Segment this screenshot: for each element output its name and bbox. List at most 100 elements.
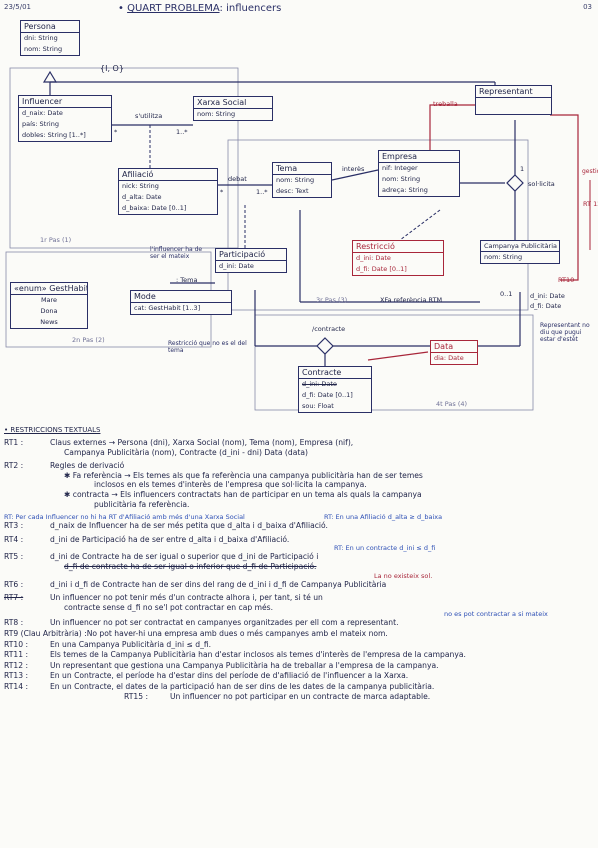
representant-note: Representant no diu que pugui estar d'es… [540,322,590,343]
title-main: QUART PROBLEMA [127,3,220,14]
interes-label: interès [342,165,365,173]
rule-rt7: RT7 :Un influencer no pot tenir més d'un… [4,593,323,612]
class-attr: Dona [40,307,58,315]
class-attr: d_fi: Date [0..1] [356,265,407,273]
restrictions-section: • RESTRICCIONS TEXTUALS RT1 :Claus exter… [4,426,592,703]
rt10-label: RT10 [558,276,575,284]
rule-rt2: RT2 :Regles de derivació ✱ Fa referència… [4,461,423,509]
rule-rt14: RT14 :En un Contracte, el dates de la pa… [4,681,435,691]
rule-rt1: RT1 :Claus externes → Persona (dni), Xar… [4,438,354,457]
mode-note: Restricció que no es el del tema [168,340,247,354]
rule-note-rt7: no es pot contractar a si mateix [444,610,548,619]
class-attr: d_ini: Date [356,254,391,262]
fa-referencia-label: XFa referència RTM [380,296,443,304]
rule-rt6: RT6 :d_ini i d_fi de Contracte han de se… [4,579,387,589]
class-name: Persona [21,21,79,33]
class-enum-gesthabit: «enum» GestHabit Mare Dona News [10,282,88,329]
class-attr: News [40,318,58,326]
class-influencer: Influencer d_naix: Date país: String dob… [18,95,112,142]
mult-label: 0..1 [500,290,513,298]
class-persona: Persona dni: String nom: String [20,20,80,56]
rule-rt12: RT12 :Un representant que gestiona una C… [4,660,439,670]
class-attr: d_alta: Date [122,193,162,201]
class-contracte: Contracte d_ini: Date d_fi: Date [0..1] … [298,366,372,413]
sutilitza-label: s'utilitza [135,112,163,120]
page-title: • QUART PROBLEMA: influencers [118,3,281,14]
disjoint-label: {I, O} [100,64,124,73]
generalization-arrow [42,70,58,83]
class-mode: Mode cat: GestHabit [1..3] [130,290,232,315]
class-name: Contracte [299,367,371,379]
rule-note-afiliacio: RT: Per cada Influencer no hi ha RT d'Af… [4,513,245,522]
rule-note-rt5: La no existeix sol. [374,571,433,580]
class-attr: nif: Integer [382,164,418,172]
class-name: Data [431,341,477,353]
class-empresa: Empresa nif: Integer nom: String adreça:… [378,150,460,197]
class-attr: nick: String [122,182,159,190]
title-bullet: • [118,3,124,14]
contracte-label: /contracte [312,325,346,333]
class-attr: desc: Text [276,187,309,195]
class-attr: sou: Float [302,402,334,410]
class-attr: dni: String [24,34,58,42]
rule-note-dates: RT: En una Afiliació d_alta ≥ d_baixa [324,513,443,522]
rule-rt11: RT11 :Els temes de la Campanya Publicità… [4,650,466,660]
class-attr: nom: String [24,45,63,53]
class-attr: Mare [40,296,58,304]
class-attr: d_baixa: Date [0..1] [122,204,187,212]
mult-label: 1..* [176,128,188,136]
pas-region-1 [9,67,239,249]
rule-rt5: RT5 :d_ini de Contracte ha de ser igual … [4,552,319,571]
class-attr: d_fi: Date [0..1] [302,391,353,399]
class-name: Influencer [19,96,111,108]
class-data: Data dia: Date [430,340,478,365]
rule-rt9: RT9 (Clau Arbitrària) :No pot haver-hi u… [4,628,388,638]
pas-region-4 [254,314,534,411]
sollicita-diamond [506,174,524,192]
class-name: Representant [476,86,551,98]
rt12-label: RT 12 [583,200,598,208]
class-name: Tema [273,163,331,175]
diagram-connectors [5,67,591,411]
campanya-date-2: d_fi: Date [530,302,562,310]
class-afiliacio: Afiliació nick: String d_alta: Date d_ba… [118,168,218,215]
class-attr: nom: String [484,253,523,261]
class-name: Afiliació [119,169,217,181]
class-attr: nom: String [382,175,421,183]
class-xarxa-social: Xarxa Social nom: String [193,96,273,121]
pas-label-4: 4t Pas (4) [436,400,468,408]
pas-label-1: 1r Pas (1) [40,236,72,244]
debat-label: debat [228,175,247,183]
class-name: Restricció [353,241,443,253]
treballa-label: treballa [433,100,458,108]
rule-rt10: RT10 :En una Campanya Publicitària d_ini… [4,639,212,649]
pas-label-2: 2n Pas (2) [72,336,105,344]
rule-rt8: RT8 :Un influencer no pot ser contractat… [4,618,399,628]
restrictions-title: • RESTRICCIONS TEXTUALS [4,426,101,434]
class-tema: Tema nom: String desc: Text [272,162,332,198]
pas-region-3 [227,139,529,311]
rule-note-contracte: RT: En un contracte d_ini ≤ d_fi [334,544,436,553]
mult-label: 1..* [256,188,268,196]
page-number: 03 [583,3,592,11]
rule-rt15: RT15 :Un influencer no pot participar en… [124,692,431,702]
class-name: Empresa [379,151,459,163]
rule-rt4: RT4 :d_ini de Participació ha de ser ent… [4,534,290,544]
class-name: Campanya Publicitària [481,241,559,252]
title-suffix: : influencers [219,3,282,14]
class-name: «enum» GestHabit [11,283,87,295]
sollicita-label: sol·licita [528,180,555,188]
mult-label: * [220,188,224,196]
class-attr: d_ini: Date [219,262,254,270]
class-campanya: Campanya Publicitària nom: String [480,240,560,264]
class-attr: cat: GestHabit [1..3] [134,304,201,312]
campanya-date-1: d_ini: Date [530,292,565,300]
class-attr: dobles: String [1..*] [22,131,86,139]
mult-label: * [114,128,118,136]
class-name: Mode [131,291,231,303]
header-date: 23/5/01 [4,3,31,11]
class-name: Xarxa Social [194,97,272,109]
contracte-diamond [316,337,334,355]
participacio-note: l'influencer ha de ser el mateix [150,246,203,260]
class-name: Participació [216,249,286,261]
